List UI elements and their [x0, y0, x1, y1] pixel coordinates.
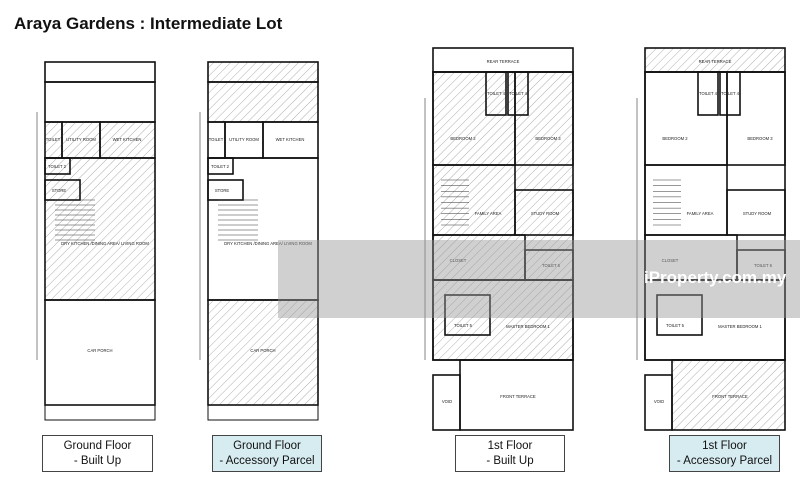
caption-line1: Ground Floor: [63, 440, 132, 452]
room-label: VOID: [442, 399, 452, 404]
room-label: REAR TERRACE: [487, 59, 520, 64]
room-label: VOID: [654, 399, 664, 404]
room-label: CAR PORCH: [87, 348, 112, 353]
living-area: [44, 157, 156, 301]
caption-line1: 1st Floor: [702, 440, 747, 452]
room-label: TOILET 2: [48, 164, 67, 169]
toilet5-room: [444, 294, 491, 336]
watermark-band: [278, 240, 800, 318]
room-label: TOILET 4: [487, 91, 506, 96]
rear-yard: [207, 81, 319, 123]
front-terrace: [671, 359, 786, 431]
caption-ground-built-up: Ground Floor - Built Up: [42, 435, 153, 472]
rear-yard: [44, 81, 156, 123]
room-label: UTILITY ROOM: [229, 137, 259, 142]
room-label: TOILET 6: [542, 263, 561, 268]
room-label: BEDROOM 2: [662, 136, 688, 141]
void-area: [644, 374, 673, 431]
toilet4b-room: [507, 71, 529, 116]
caption-line1: 1st Floor: [487, 440, 533, 452]
room-label: DRY KITCHEN /DINING AREA/ LIVING ROOM: [61, 241, 149, 246]
study-room: [726, 189, 786, 236]
void-area: [432, 374, 461, 431]
room-label: BEDROOM 3: [535, 136, 561, 141]
room-label: STORE: [52, 188, 67, 193]
room-label: TOILET 5: [454, 323, 473, 328]
caption-line1: Ground Floor: [233, 440, 301, 452]
family-room: [644, 164, 728, 236]
room-label: MASTER BEDROOM 1: [718, 324, 762, 329]
bedroom3-room: [514, 71, 574, 166]
toilet2-room: [207, 157, 234, 175]
front-gate: [207, 404, 319, 421]
room-label: TOILET 2: [211, 164, 230, 169]
room-label: TOILET: [209, 137, 224, 142]
ground-floor-accessory-plan: TOILET UTILITY ROOM WET KITCHEN DRY KITCHEN…: [199, 61, 319, 421]
room-label: WET KITCHEN: [113, 137, 142, 142]
room-label: TOILET: [46, 137, 61, 142]
car-porch: [207, 299, 319, 406]
room-label: MASTER BEDROOM 1: [506, 324, 550, 329]
caption-line2: - Accessory Parcel: [219, 455, 315, 467]
toilet4a-room: [485, 71, 507, 116]
room-label: FAMILY AREA: [475, 211, 502, 216]
room-label: DRY KITCHEN /DINING AREA/ LIVING ROOM: [224, 241, 312, 246]
room-label: FRONT TERRACE: [712, 394, 748, 399]
ground-floor-built-up-plan: TOILET UTILITY ROOM WET KITCHEN DRY KITCHEN…: [36, 61, 156, 421]
room-label: UTILITY ROOM: [66, 137, 96, 142]
room-label: BEDROOM 3: [747, 136, 773, 141]
caption-ground-accessory: Ground Floor - Accessory Parcel: [212, 435, 322, 472]
room-label: FAMILY AREA: [687, 211, 714, 216]
room-label: WET KITCHEN: [276, 137, 305, 142]
front-gate: [44, 404, 156, 421]
bedroom3-room: [726, 71, 786, 166]
porch-frame: [44, 61, 156, 83]
room-label: STUDY ROOM: [743, 211, 772, 216]
room-label: REAR TERRACE: [699, 59, 732, 64]
caption-line2: - Accessory Parcel: [676, 455, 773, 467]
caption-line2: - Built Up: [73, 455, 122, 467]
caption-line2: - Built Up: [486, 455, 534, 467]
toilet5-room: [656, 294, 703, 336]
room-label: TOILET 4: [699, 91, 718, 96]
room-label: STUDY ROOM: [531, 211, 560, 216]
room-label: BEDROOM 2: [450, 136, 476, 141]
caption-first-built-up: 1st Floor - Built Up: [455, 435, 565, 472]
toilet4b-room: [719, 71, 741, 116]
toilet4a-room: [697, 71, 719, 116]
room-label: TOILET 4: [509, 91, 528, 96]
page-title: Araya Gardens : Intermediate Lot: [14, 14, 283, 33]
caption-first-accessory: 1st Floor - Accessory Parcel: [669, 435, 780, 472]
room-label: STORE: [215, 188, 230, 193]
master-interior: [432, 279, 574, 361]
watermark-text: iProperty.com.my: [644, 268, 787, 287]
room-label: TOILET 6: [754, 263, 773, 268]
room-label: TOILET 5: [666, 323, 685, 328]
room-label: FRONT TERRACE: [500, 394, 536, 399]
room-label: CAR PORCH: [250, 348, 275, 353]
toilet2-room: [44, 157, 71, 175]
room-label: CLOSET: [450, 258, 467, 263]
room-label: CLOSET: [662, 258, 679, 263]
porch-frame: [207, 61, 319, 83]
bedroom2-room: [644, 71, 728, 166]
study-room: [514, 189, 574, 236]
room-label: TOILET 4: [721, 91, 740, 96]
